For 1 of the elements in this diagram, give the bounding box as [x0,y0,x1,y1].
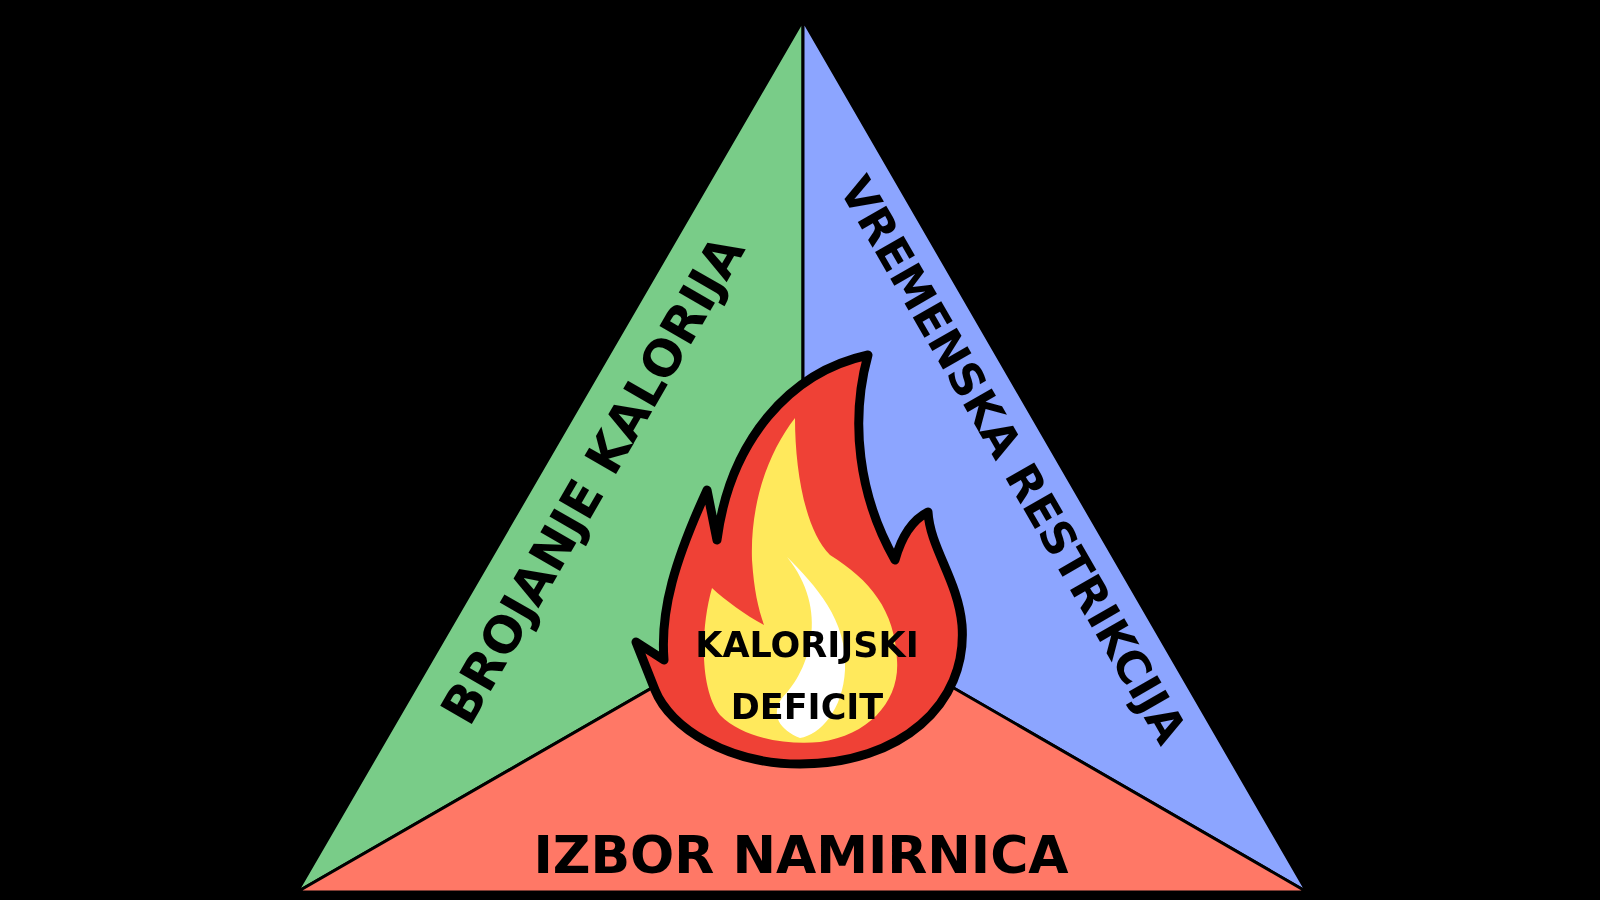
segment-label: IZBOR NAMIRNICA [533,829,1069,881]
